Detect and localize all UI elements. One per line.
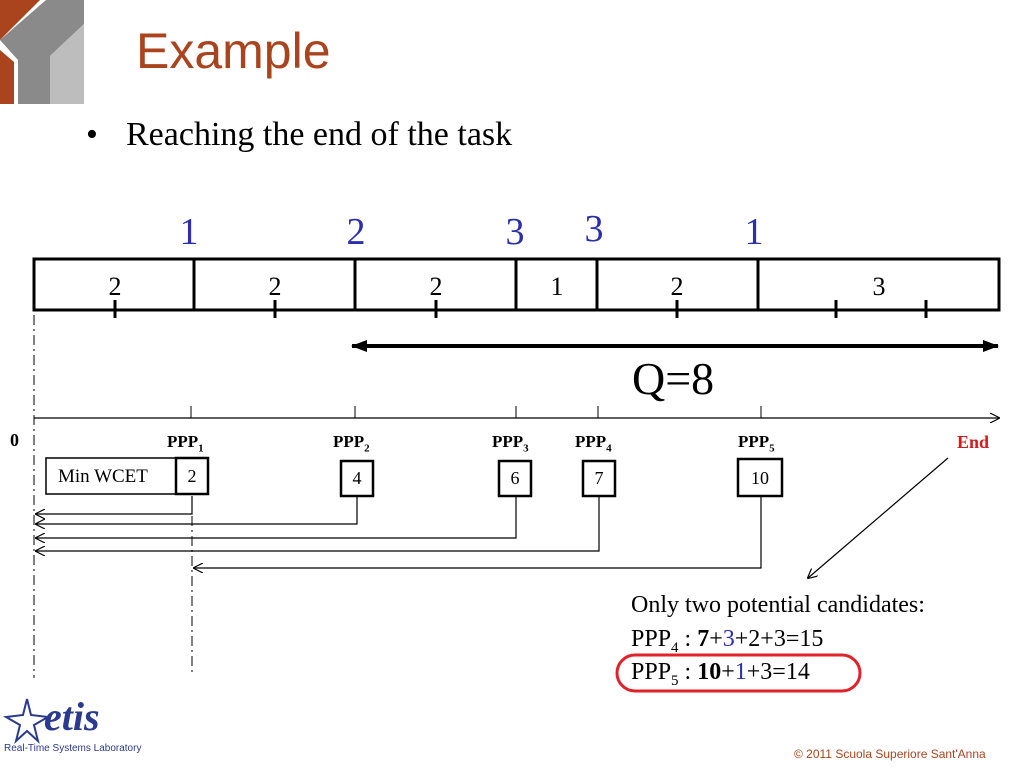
segment-label-5: 2: [670, 272, 684, 301]
segment-label-4: 1: [550, 272, 564, 301]
ppp2-value: 4: [352, 468, 362, 488]
top-label-3: 3: [505, 211, 525, 253]
ppp-label-3: PPP3: [492, 432, 529, 455]
note-line-2: PPP4 : 7+3+2+3=15: [631, 626, 824, 656]
slide-title: Example: [136, 23, 331, 79]
segment-label-1: 2: [108, 272, 122, 301]
note-line-1: Only two potential candidates:: [631, 592, 925, 618]
end-pointer-arrow: [808, 457, 949, 578]
min-wcet-box: [45, 457, 178, 495]
retis-star-icon: [2, 698, 52, 744]
top-label-4: 3: [584, 208, 604, 250]
highlight-ring: [615, 653, 862, 693]
ppp1-box: [174, 456, 210, 496]
segment-label-2: 2: [268, 272, 282, 301]
retis-logo-text: etis: [44, 694, 100, 739]
ppp4-box: [581, 459, 617, 498]
top-label-5: 1: [744, 211, 764, 253]
bullet-text: Reaching the end of the task: [126, 116, 513, 153]
execution-bar: [32, 257, 1001, 312]
return-connectors: [36, 496, 762, 568]
ppp-label-1: PPP1: [167, 432, 204, 455]
segment-ticks: [113, 300, 928, 318]
ppp-label-2: PPP2: [333, 432, 370, 455]
note-line-3: PPP5 : 10+1+3=14: [631, 659, 810, 689]
segment-label-3: 2: [429, 272, 443, 301]
bullet-glyph: •: [86, 116, 98, 153]
retis-logo-subtitle: Real-Time Systems Laboratory: [4, 743, 142, 754]
quantum-label: Q=8: [632, 353, 715, 404]
ppp-label-5: PPP5: [738, 432, 775, 455]
institution-logo-icon: [0, 0, 84, 104]
ppp3-value: 6: [510, 468, 520, 488]
top-label-1: 1: [179, 211, 199, 253]
ppp4-value: 7: [594, 468, 604, 488]
axis-ticks: [190, 406, 762, 418]
ppp5-value: 10: [751, 468, 769, 488]
origin-label: 0: [10, 430, 19, 450]
segment-label-6: 3: [872, 272, 886, 301]
ppp-label-4: PPP4: [575, 432, 612, 455]
ppp2-box: [339, 459, 375, 498]
ppp3-box: [497, 459, 533, 498]
ppp1-value: 2: [187, 466, 197, 486]
ppp5-box: [736, 457, 784, 498]
copyright: © 2011 Scuola Superiore Sant'Anna: [794, 747, 986, 761]
top-label-2: 2: [346, 211, 366, 253]
min-wcet-label: Min WCET: [58, 466, 148, 487]
end-label: End: [957, 432, 990, 452]
